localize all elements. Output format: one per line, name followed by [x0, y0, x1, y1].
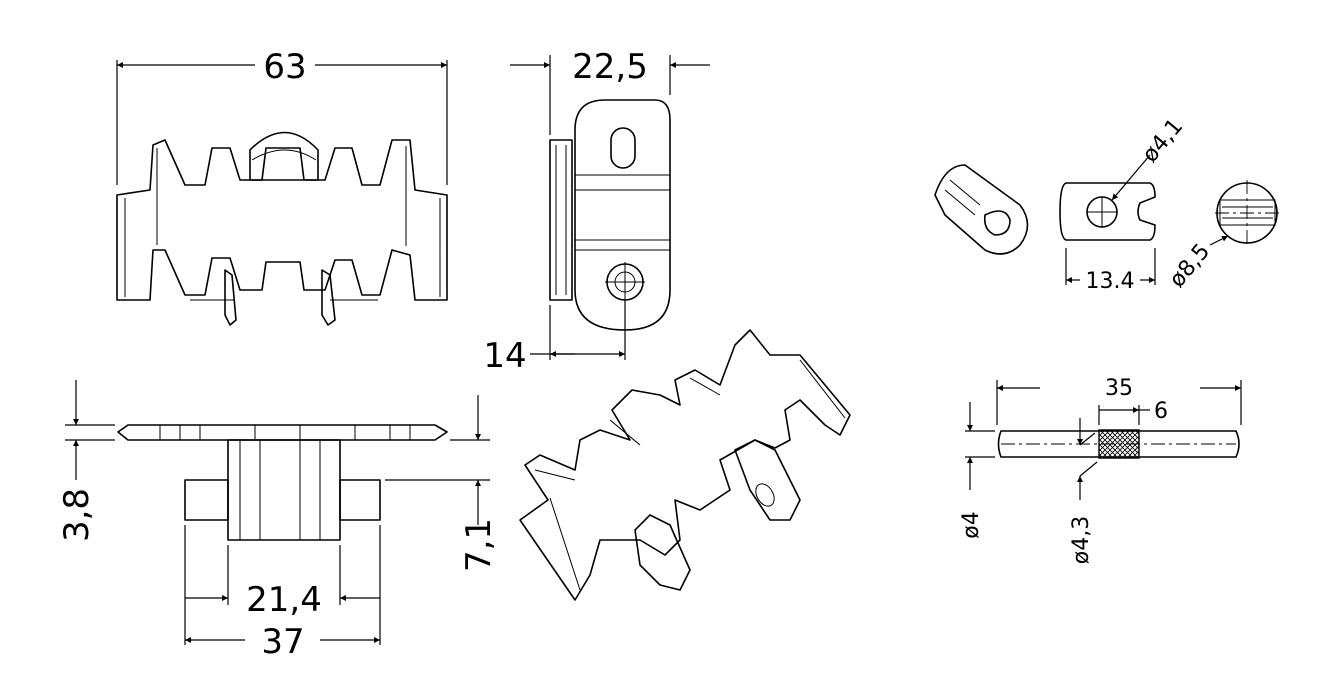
dim-37-label: 37	[261, 622, 304, 662]
dim-14-label: 14	[483, 336, 526, 376]
dim-7-1-label: 7,1	[459, 518, 499, 572]
nut-length-label: 13.4	[1086, 269, 1135, 294]
side-view: 22,5 14	[483, 47, 710, 376]
front-view: 3,8 7,1 21,4 37	[57, 380, 499, 662]
dim-22-5-label: 22,5	[572, 47, 648, 87]
top-view: 63	[116, 47, 448, 326]
pin-diameter-label: ø4	[959, 511, 984, 538]
nut-views: ø4,1 13.4 ø8,5	[934, 114, 1280, 294]
isometric-view	[519, 329, 851, 601]
pin-length-label: 35	[1105, 376, 1133, 401]
dim-21-4-label: 21,4	[246, 580, 322, 620]
nut-diameter-label: ø8,5	[1165, 239, 1215, 292]
nut-hole-label: ø4,1	[1138, 114, 1188, 167]
dim-3-8-label: 3,8	[57, 488, 97, 542]
pin-knurl-diameter-label: ø4,3	[1069, 516, 1094, 564]
pin-view: 35 6 ø4 ø4,3	[959, 376, 1242, 564]
pin-knurl-label: 6	[1154, 399, 1168, 424]
dim-63-label: 63	[263, 47, 306, 87]
